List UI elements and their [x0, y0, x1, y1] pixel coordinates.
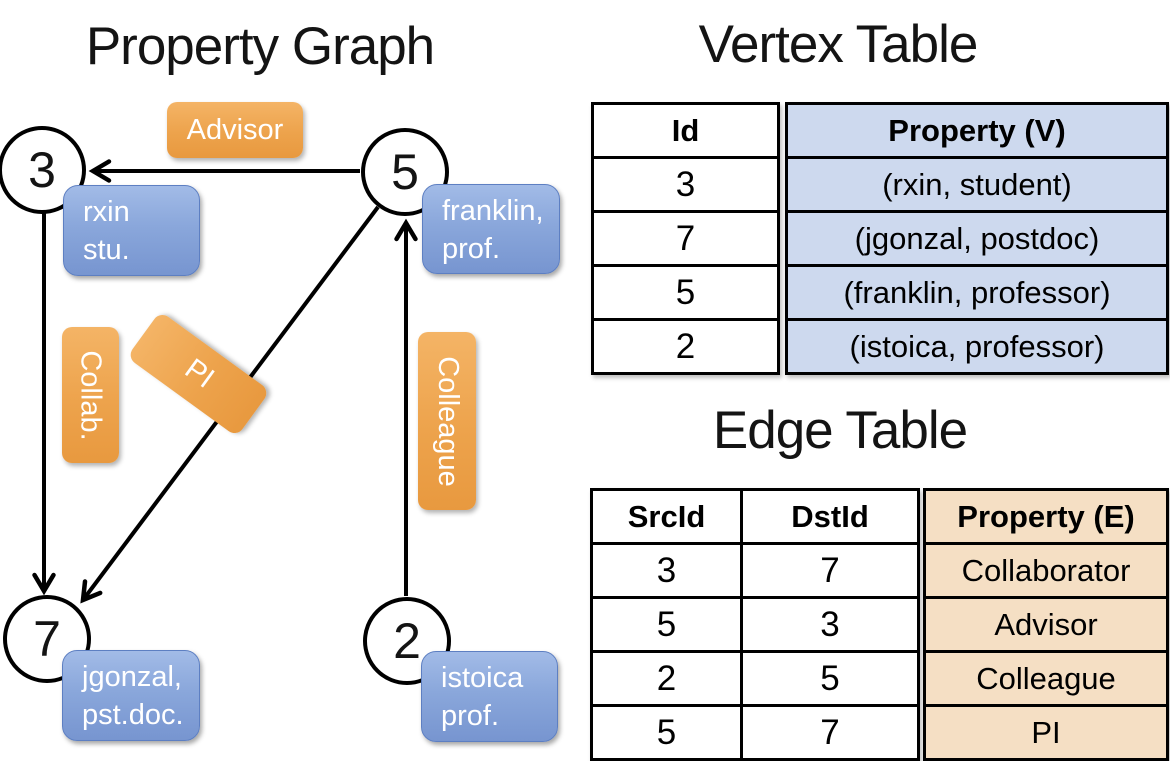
vertex-circle-5: 5 — [361, 128, 449, 216]
property-graph-title: Property Graph — [85, 17, 435, 76]
vertex-property-box-istoica: istoica prof. — [421, 651, 558, 742]
table-cell: Collaborator — [923, 542, 1169, 599]
vertex-table-header-id: Id — [591, 102, 780, 159]
edge-label-colleague-text: Colleague — [431, 355, 464, 487]
table-cell: (franklin, professor) — [785, 264, 1169, 321]
table-cell: 3 — [590, 542, 743, 599]
edge-label-pi-text: PI — [178, 352, 220, 395]
table-cell: Colleague — [923, 650, 1169, 707]
edge-table-header-srcid: SrcId — [590, 488, 743, 545]
edge-label-advisor-text: Advisor — [186, 113, 284, 146]
table-cell: 2 — [590, 650, 743, 707]
table-cell: 3 — [740, 596, 920, 653]
vertex-property-line: prof. — [441, 700, 500, 732]
vertex-property-box-franklin: franklin, prof. — [422, 184, 560, 274]
table-cell: 5 — [590, 704, 743, 761]
vertex-property-line: franklin, — [442, 195, 544, 227]
table-cell: 3 — [591, 156, 780, 213]
vertex-id-5: 5 — [391, 144, 419, 200]
table-cell: Advisor — [923, 596, 1169, 653]
vertex-property-box-rxin: rxin stu. — [63, 185, 200, 276]
vertex-id-7: 7 — [33, 611, 61, 667]
edge-table-property-column: Property (E) Collaborator Advisor Collea… — [923, 488, 1169, 761]
table-cell: 7 — [591, 210, 780, 267]
edge-table-srcdst-columns: SrcId DstId 3 7 5 3 2 5 5 7 — [590, 488, 920, 761]
edge-label-collab: Collab. — [62, 327, 119, 463]
vertex-table-title: Vertex Table — [698, 15, 979, 74]
edge-table-title: Edge Table — [712, 401, 968, 460]
vertex-table-header-property: Property (V) — [785, 102, 1169, 159]
table-cell: PI — [923, 704, 1169, 761]
edge-label-colleague: Colleague — [418, 332, 476, 510]
table-cell: (jgonzal, postdoc) — [785, 210, 1169, 267]
table-cell: 5 — [590, 596, 743, 653]
edge-label-advisor: Advisor — [167, 102, 303, 158]
vertex-property-line: stu. — [83, 234, 130, 266]
vertex-id-2: 2 — [393, 613, 421, 669]
vertex-property-box-jgonzal: jgonzal, pst.doc. — [62, 650, 200, 741]
vertex-id-3: 3 — [28, 142, 56, 198]
table-cell: 5 — [591, 264, 780, 321]
table-cell: 2 — [591, 318, 780, 375]
vertex-property-line: istoica — [441, 662, 524, 694]
vertex-table-property-column: Property (V) (rxin, student) (jgonzal, p… — [785, 102, 1169, 375]
edge-label-collab-text: Collab. — [75, 349, 107, 441]
table-cell: (rxin, student) — [785, 156, 1169, 213]
edge-table-header-property: Property (E) — [923, 488, 1169, 545]
table-cell: 7 — [740, 542, 920, 599]
vertex-property-line: prof. — [442, 233, 501, 265]
table-cell: (istoica, professor) — [785, 318, 1169, 375]
vertex-property-line: jgonzal, — [82, 661, 182, 693]
vertex-table-id-column: Id 3 7 5 2 — [591, 102, 780, 375]
vertex-property-line: rxin — [83, 196, 130, 228]
vertex-property-line: pst.doc. — [82, 699, 184, 731]
edge-table-header-dstid: DstId — [740, 488, 920, 545]
table-cell: 7 — [740, 704, 920, 761]
table-cell: 5 — [740, 650, 920, 707]
